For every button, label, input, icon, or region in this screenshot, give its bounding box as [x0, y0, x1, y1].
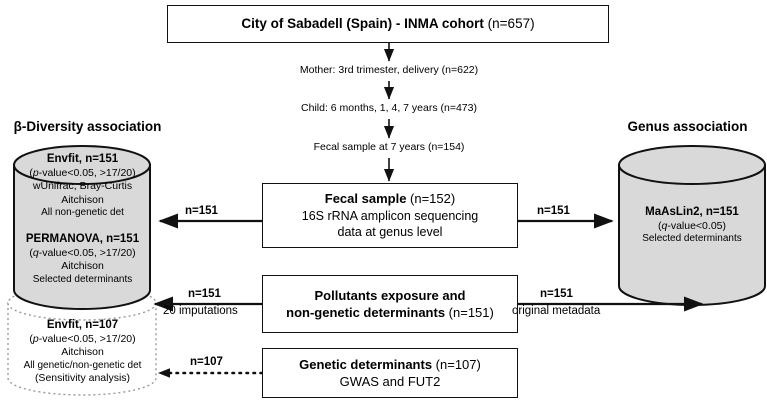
right-section-heading: Genus association [608, 119, 767, 134]
pollutants-box-count: (n=151) [445, 305, 494, 320]
edge-sublabel-pollutants-imputations: 20 imputations [163, 305, 238, 317]
permanova-metric1: Aitchison [61, 260, 104, 273]
pollutants-box-line1: Pollutants exposure and [314, 287, 466, 303]
genetic-box-count: (n=107) [432, 356, 481, 372]
lateral-arrows [153, 213, 704, 312]
top-box-bold-label: City of Sabadell (Spain) - INMA cohort [241, 16, 484, 32]
fecal-box-line3: data at genus level [337, 225, 443, 240]
envfit151-title: Envfit, n=151 [46, 153, 119, 165]
right-cylinder-shape [618, 145, 766, 306]
maaslin2-criteria: (q-value<0.05) [657, 219, 726, 232]
genetic-box-title: Genetic determinants [299, 356, 433, 372]
fecal-box-line2: 16S rRNA amplicon sequencing [301, 208, 479, 223]
top-box-count-label: (n=657) [483, 16, 535, 32]
envfit107-scope: All genetic/non-genetic det [23, 359, 142, 371]
right-cylinder-block-maaslin2: MaAsLin2, n=151 (q-value<0.05) Selected … [612, 205, 767, 246]
envfit151-metric1: wUnifrac, Bray-Curtis [32, 180, 133, 193]
left-cylinder-block-permanova: PERMANOVA, n=151 (q-value<0.05, >17/20) … [0, 232, 165, 286]
envfit151-criteria: (p-value<0.05, >17/20) [29, 166, 136, 179]
genetic-box-line2: GWAS and FUT2 [339, 374, 441, 389]
envfit107-title: Envfit, n=107 [46, 319, 119, 331]
envfit107-metric1: Aitchison [61, 346, 104, 359]
envfit151-metric2: Aitchison [61, 193, 104, 206]
permanova-scope: Selected determinants [32, 273, 133, 285]
pollutants-box-line2: non-genetic determinants [286, 305, 446, 320]
right-section-heading-label: Genus association [627, 119, 748, 134]
flow-step-fecal-sample-label: Fecal sample at 7 years (n=154) [313, 141, 465, 153]
flow-step-mother: Mother: 3rd trimester, delivery (n=622) [289, 64, 489, 77]
left-dashed-cylinder-block-envfit107: Envfit, n=107 (p-value<0.05, >17/20) Ait… [0, 318, 165, 386]
left-solid-cylinder-shape [13, 145, 151, 310]
edge-label-genetic-to-left: n=107 [190, 356, 223, 368]
genetic-dotted-arrow [156, 368, 264, 378]
top-cohort-box: City of Sabadell (Spain) - INMA cohort (… [167, 5, 609, 43]
edge-label-pollutants-to-right: n=151 [540, 288, 573, 300]
edge-label-fecal-to-right: n=151 [537, 205, 570, 217]
fecal-sample-box: Fecal sample (n=152) 16S rRNA amplicon s… [262, 183, 518, 248]
fecal-box-title: Fecal sample [324, 191, 407, 207]
left-section-heading: β-Diversity association [0, 119, 175, 134]
permanova-criteria: (q-value<0.05, >17/20) [29, 246, 136, 259]
pollutants-box: Pollutants exposure and non-genetic dete… [262, 275, 518, 333]
envfit107-criteria: (p-value<0.05, >17/20) [29, 332, 136, 345]
flow-step-fecal-sample: Fecal sample at 7 years (n=154) [289, 141, 489, 154]
left-cylinder-block-envfit: Envfit, n=151 (p-value<0.05, >17/20) wUn… [0, 152, 165, 220]
flow-step-child-label: Child: 6 months, 1, 4, 7 years (n=473) [301, 102, 477, 114]
genetic-determinants-box: Genetic determinants (n=107) GWAS and FU… [262, 348, 518, 398]
flow-step-child: Child: 6 months, 1, 4, 7 years (n=473) [289, 102, 489, 115]
left-section-heading-label: β-Diversity association [13, 119, 162, 134]
fecal-box-count: (n=152) [406, 191, 456, 207]
envfit107-note: (Sensitivity analysis) [34, 372, 131, 385]
envfit151-scope: All non-genetic det [41, 207, 124, 219]
edge-sublabel-original-metadata: original metadata [512, 305, 601, 317]
flow-step-mother-label: Mother: 3rd trimester, delivery (n=622) [299, 64, 479, 76]
maaslin2-title: MaAsLin2, n=151 [645, 206, 739, 218]
maaslin2-scope: Selected determinants [642, 233, 742, 245]
edge-label-pollutants-to-left: n=151 [188, 288, 221, 300]
edge-label-fecal-to-left: n=151 [185, 205, 218, 217]
permanova-title: PERMANOVA, n=151 [25, 233, 140, 245]
